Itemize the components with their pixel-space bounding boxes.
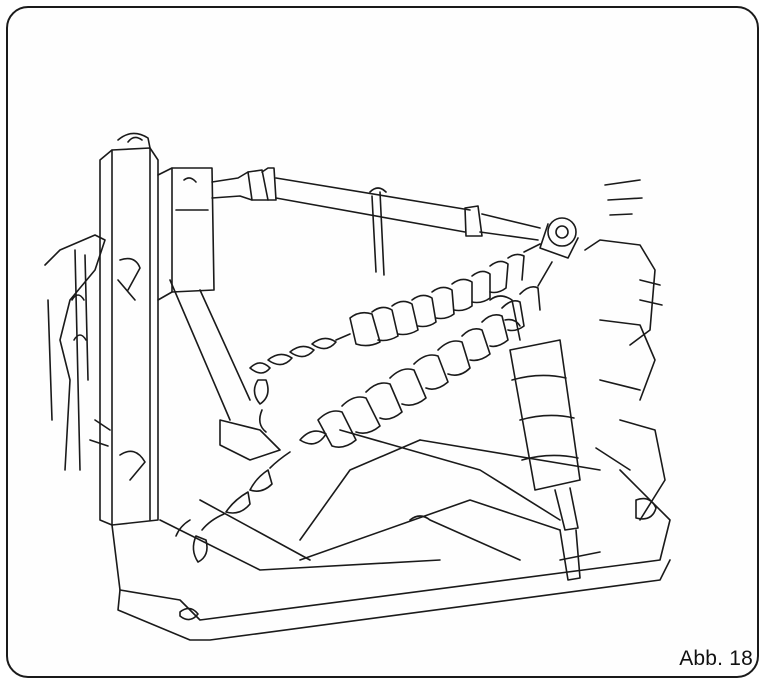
upper-chain (250, 244, 540, 432)
top-link (212, 168, 540, 275)
right-background-structure (585, 180, 665, 520)
lower-chain (176, 262, 552, 562)
figure-caption: Abb. 18 (679, 647, 753, 670)
lift-cylinder (490, 218, 580, 580)
left-background-structure (45, 235, 145, 480)
lower-hitch-frame (112, 280, 670, 640)
mast-post (100, 133, 214, 525)
